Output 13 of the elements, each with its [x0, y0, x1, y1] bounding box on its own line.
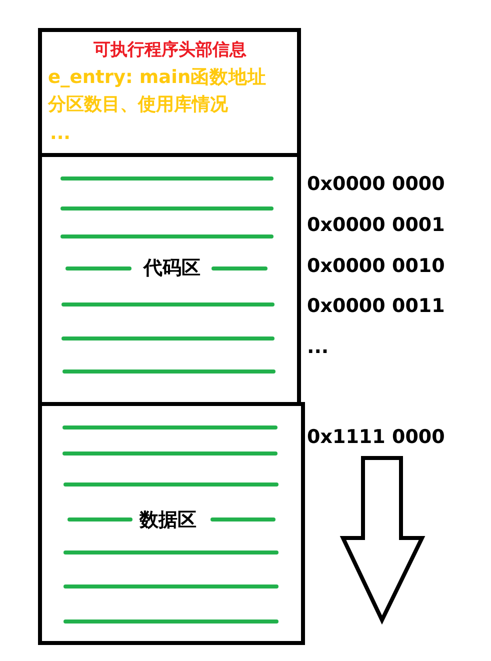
address-label: ... [307, 336, 329, 358]
info-text: 分区数目、使用库情况 [48, 94, 228, 116]
info-text: ... [50, 123, 71, 145]
address-label: 0x0000 0011 [307, 294, 445, 318]
address-label: 0x1111 0000 [307, 426, 445, 448]
address-label: 0x0000 0010 [307, 254, 445, 278]
section-heading: 可执行程序头部信息 [94, 40, 246, 60]
address-label: 0x0000 0000 [307, 172, 445, 196]
section-label: 数据区 [140, 508, 196, 532]
address-label: 0x0000 0001 [307, 214, 445, 236]
section-label: 代码区 [144, 256, 200, 280]
info-text: e_entry: main函数地址 [48, 67, 267, 90]
memory-section-box [38, 402, 305, 645]
